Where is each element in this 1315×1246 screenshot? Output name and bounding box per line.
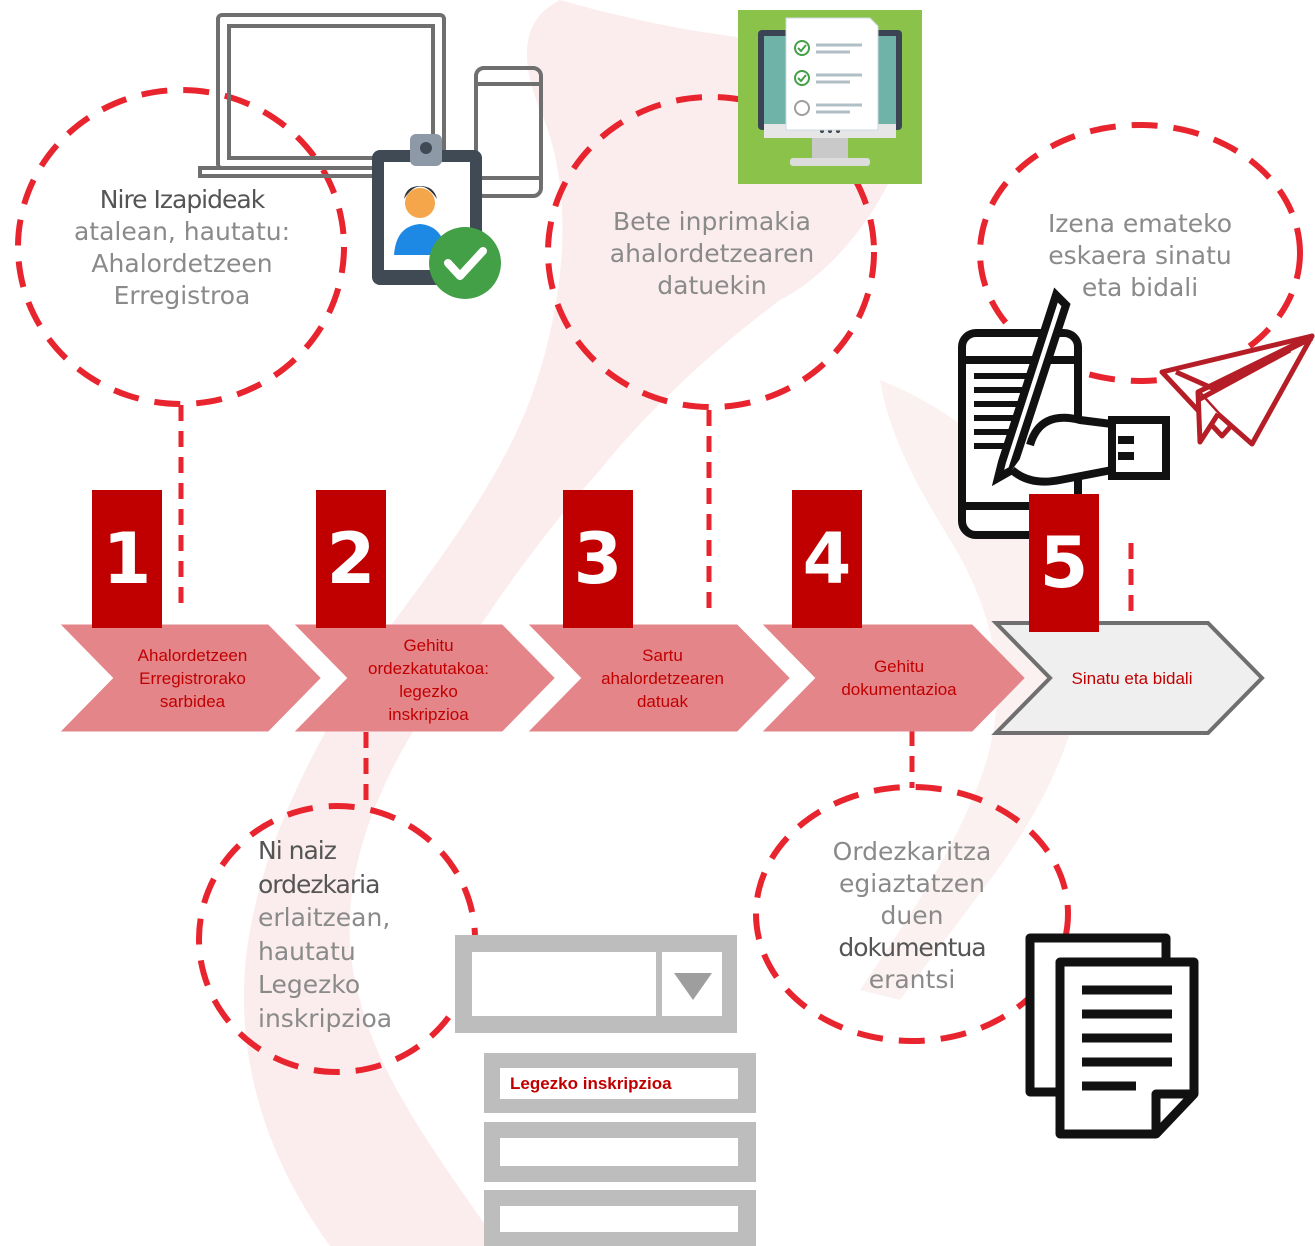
bubble-step2-line: erlaitzean,: [258, 903, 391, 932]
chevron-step2: [294, 624, 555, 732]
bubble-step4-line: erantsi: [868, 965, 956, 994]
step-number-5: 5: [1029, 494, 1099, 632]
bubble-step5: [977, 122, 1303, 384]
dropdown-option-selected: Legezko inskripzioa: [510, 1074, 672, 1093]
chevron-step5: [991, 621, 1265, 735]
step-number-2: 2: [316, 490, 386, 628]
bubble-step3: [545, 94, 877, 410]
bubble-step3-line: ahalordetzearen: [609, 239, 815, 268]
bubble-text-step3: Bete inprimakia ahalordetzearen datuekin: [590, 206, 834, 302]
bubble-step2-strong: ordezkaria: [258, 869, 380, 899]
bubble-step2-line: inskripzioa: [258, 1003, 393, 1033]
bubble-text-step5: Izena emateko eskaera sinatu eta bidali: [1018, 208, 1262, 304]
bubble-step4: [753, 784, 1071, 1044]
chevron-step4: [762, 624, 1025, 732]
step-number-4: 4: [792, 490, 862, 628]
bubble-text-step1: Nire Izapideak atalean, hautatu: Ahalord…: [60, 184, 304, 312]
bubble-step5-line: eta bidali: [1081, 273, 1199, 302]
id-badge-check-icon: [372, 134, 501, 299]
bubble-step3-line: Bete inprimakia: [613, 207, 811, 236]
form-checklist-icon: [738, 10, 922, 184]
step-label-5: Sinatu eta bidali: [1071, 668, 1193, 688]
signing-tablet-icon: [958, 287, 1170, 539]
bubble-step4-line: Ordezkaritza: [832, 837, 992, 866]
bubble-step4-line: duen: [880, 901, 944, 930]
bubble-text-step2: Ni naiz ordezkaria erlaitzean, hautatu L…: [258, 834, 428, 1035]
bubble-step2-line: hautatu: [258, 936, 356, 966]
chevron-step3: [528, 624, 790, 732]
bubble-step1-line: Ahalordetzeen: [91, 249, 273, 278]
bubble-step2-line: Legezko: [258, 970, 361, 999]
step-label-4: Gehitu dokumentazioa: [841, 657, 957, 699]
process-chevrons: [60, 621, 1265, 735]
bubble-step4-strong: dokumentua: [838, 933, 986, 962]
bubble-step4-line: egiaztatzen: [839, 869, 985, 898]
step-label-3: Sartu ahalordetzearen datuak: [601, 645, 724, 711]
bubble-step2-strong: Ni naiz: [258, 836, 337, 865]
chevron-down-icon: [674, 973, 712, 1000]
laptop-phone-icon: [198, 13, 543, 198]
step-label-2: Gehitu ordezkatutakoa: legezko inskripzi…: [368, 636, 489, 724]
chevron-step1: [60, 624, 321, 732]
step-number-1: 1: [92, 490, 162, 628]
bubble-text-step4: Ordezkaritza egiaztatzen duen dokumentua…: [790, 836, 1034, 996]
step-number-3: 3: [563, 490, 633, 628]
bubble-step5-line: eskaera sinatu: [1048, 241, 1232, 270]
bubble-step5-line: Izena emateko: [1047, 209, 1233, 238]
bubble-step3-line: datuekin: [657, 271, 767, 300]
dropdown-illustration: [455, 935, 756, 1246]
bubble-step1: [15, 87, 347, 407]
documents-icon: [1025, 933, 1199, 1139]
step-label-1: Ahalordetzeen Erregistrorako sarbidea: [137, 645, 248, 711]
bubble-step1-line: Erregistroa: [113, 281, 251, 310]
bubble-step1-line: atalean, hautatu:: [73, 217, 291, 246]
bubble-step1-strong: Nire Izapideak: [99, 185, 265, 214]
paper-plane-icon: [1159, 333, 1315, 447]
